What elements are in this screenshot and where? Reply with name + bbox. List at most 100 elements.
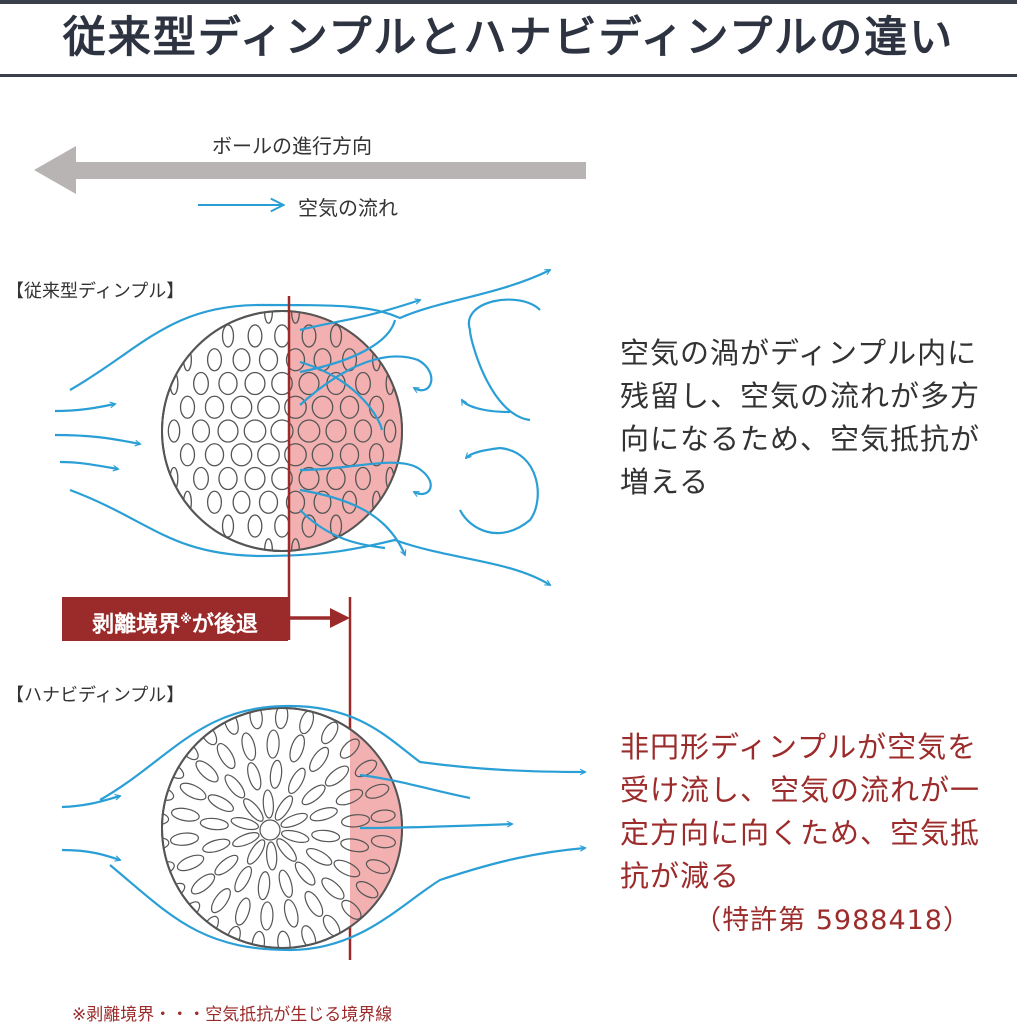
oval-dimple: [207, 794, 235, 813]
page-title: 従来型ディンプルとハナビディンプルの違い: [62, 13, 955, 63]
ball-direction-label: ボールの進行方向: [212, 134, 372, 158]
oval-dimple: [195, 760, 219, 783]
round-dimple: [284, 443, 307, 467]
oval-dimple: [333, 859, 361, 878]
oval-dimple: [214, 854, 239, 876]
round-dimple: [329, 324, 343, 348]
round-dimple: [297, 419, 321, 443]
round-dimple: [271, 371, 293, 396]
oval-dimple: [162, 837, 170, 851]
round-dimple: [204, 443, 225, 467]
round-dimple: [232, 348, 251, 372]
round-dimple: [191, 419, 211, 443]
oval-dimple: [235, 897, 251, 926]
round-dimple: [206, 348, 223, 372]
round-dimple: [311, 443, 334, 467]
round-dimple: [257, 443, 280, 467]
round-dimple: [204, 395, 225, 419]
round-dimple: [218, 371, 238, 396]
conventional-description: 空気の渦がディンプル内に残留し、空気の流れが多方向になるため、空気抵抗が増える: [620, 336, 981, 499]
oval-dimple: [335, 788, 364, 806]
round-dimple: [298, 466, 320, 491]
oval-dimple: [339, 738, 360, 759]
oval-dimple: [355, 881, 379, 899]
round-dimple: [355, 466, 371, 491]
oval-dimple: [301, 784, 326, 806]
oval-dimple: [216, 743, 236, 770]
oval-dimple: [162, 811, 170, 826]
oval-dimple: [274, 708, 289, 730]
oval-dimple: [260, 901, 274, 931]
round-dimple: [179, 443, 196, 467]
oval-dimple: [246, 839, 266, 865]
oval-dimple: [311, 829, 341, 843]
round-dimple: [244, 466, 266, 491]
oval-dimple: [190, 873, 216, 895]
round-dimple: [313, 490, 332, 514]
round-dimple: [355, 371, 371, 396]
round-dimple: [301, 324, 317, 348]
ball-direction-arrow: [34, 146, 586, 194]
round-dimple: [221, 514, 235, 538]
separation-label-main: 剥離境界: [92, 612, 181, 638]
oval-dimple: [232, 832, 260, 848]
oval-dimple: [309, 746, 330, 772]
oval-dimple: [370, 834, 396, 849]
oval-dimple: [230, 817, 260, 831]
oval-dimple: [274, 795, 294, 821]
title-rule-top: [0, 0, 1017, 4]
oval-dimple: [199, 817, 229, 831]
oval-dimple: [280, 812, 308, 828]
round-dimple: [167, 419, 181, 443]
round-dimple: [230, 395, 253, 419]
oval-dimple: [287, 767, 306, 795]
oval-dimple: [276, 838, 297, 862]
round-dimple: [339, 395, 360, 419]
round-dimple: [285, 490, 306, 514]
oval-dimple: [179, 782, 207, 801]
oval-dimple: [249, 708, 263, 730]
oval-dimple: [170, 807, 200, 822]
round-dimple: [284, 395, 307, 419]
oval-dimple: [169, 832, 200, 846]
round-dimple: [383, 419, 397, 443]
oval-dimple: [301, 925, 317, 948]
round-dimple: [271, 466, 293, 491]
oval-dimple: [365, 859, 391, 875]
oval-dimple: [309, 807, 338, 822]
round-dimple: [179, 395, 196, 419]
oval-dimple: [257, 871, 271, 901]
oval-dimple: [277, 930, 291, 948]
oval-dimple: [224, 774, 246, 799]
oval-dimple: [340, 814, 371, 828]
conventional-ball: [161, 310, 403, 552]
patent-number: （特許第 5988418）: [694, 905, 971, 936]
round-dimple: [247, 324, 263, 348]
oval-dimple: [210, 888, 231, 914]
oval-dimple: [354, 759, 378, 778]
round-dimple: [244, 371, 266, 396]
oval-dimple: [266, 729, 280, 759]
title-rule-bottom: [0, 74, 1017, 77]
oval-dimple: [262, 789, 275, 819]
round-dimple: [368, 443, 385, 467]
round-dimple: [193, 371, 209, 396]
separation-label-tail: が後退: [191, 612, 258, 638]
round-dimple: [257, 395, 280, 419]
round-dimple: [193, 466, 209, 491]
hanabi-dimple-label: 【ハナビディンプル】: [6, 685, 185, 706]
round-dimple: [341, 490, 358, 514]
round-dimple: [270, 419, 294, 443]
round-dimple: [311, 395, 334, 419]
oval-dimple: [340, 838, 370, 853]
oval-dimples: [162, 708, 396, 948]
separation-label-mark: ※: [180, 612, 192, 626]
round-dimple: [217, 419, 239, 443]
oval-dimple: [241, 732, 257, 761]
round-dimple: [353, 419, 373, 443]
oval-dimple: [289, 734, 305, 763]
round-dimple: [230, 443, 253, 467]
round-dimple: [218, 466, 238, 491]
oval-dimple: [324, 765, 350, 787]
